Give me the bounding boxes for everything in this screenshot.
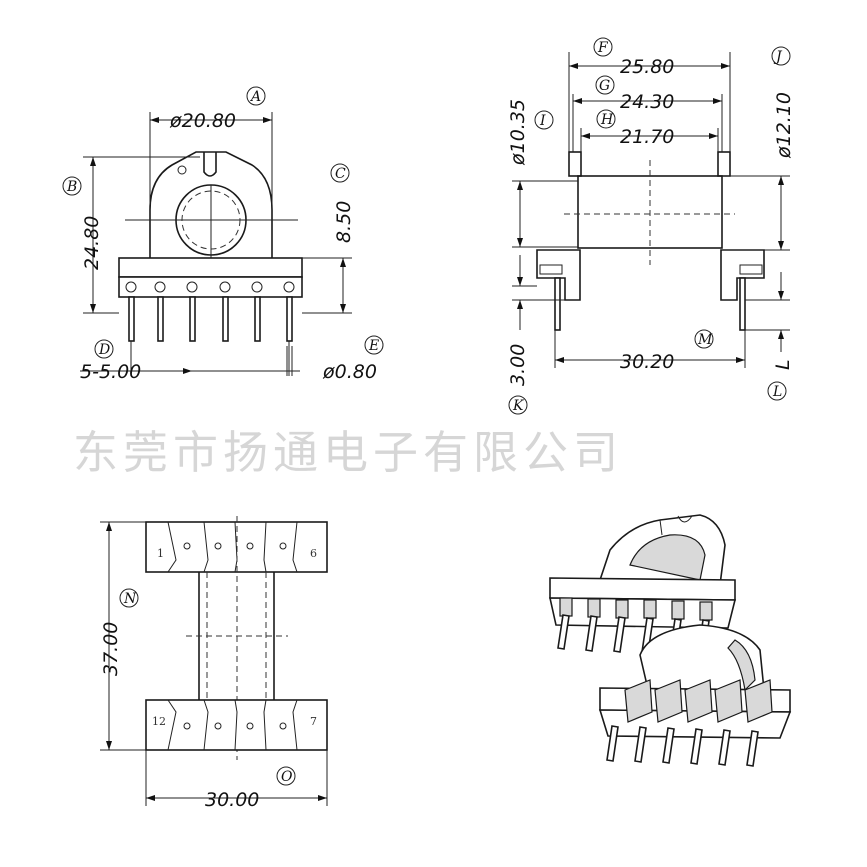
label-c: C — [335, 166, 346, 182]
label-f: F — [597, 40, 609, 56]
dim-width-g: 24.30 — [620, 91, 674, 113]
dim-width-h: 21.70 — [620, 126, 674, 148]
dim-dia-i: ø10.35 — [507, 99, 529, 166]
front-pins — [128, 296, 293, 342]
label-n: N — [123, 591, 137, 607]
label-j: J — [773, 49, 783, 65]
dim-diameter-top: ø20.80 — [169, 110, 236, 132]
label-h: H — [600, 112, 614, 128]
isometric-view — [549, 514, 792, 767]
pin-label-1: 1 — [157, 547, 164, 560]
label-e: E — [368, 338, 379, 354]
pin-label-7: 7 — [310, 715, 317, 728]
label-a: A — [249, 89, 261, 105]
dim-height-right: 8.50 — [333, 201, 355, 243]
side-view: 25.80 F 24.30 G 21.70 H ø10.35 I ø12.10 … — [507, 37, 795, 415]
dim-width-f: 25.80 — [620, 56, 674, 78]
dim-height-total: 24.80 — [81, 216, 103, 270]
front-pin-bar — [118, 257, 303, 278]
dim-width-o: 30.00 — [205, 789, 259, 811]
label-d: D — [98, 342, 110, 358]
front-pin-holes — [125, 281, 295, 293]
label-g: G — [599, 78, 610, 94]
pin-label-6: 6 — [310, 547, 317, 560]
label-k: K — [512, 398, 525, 414]
watermark-text: 东莞市扬通电子有限公司 — [73, 426, 623, 479]
label-b: B — [66, 179, 77, 195]
label-o: O — [281, 769, 293, 785]
label-l: L — [772, 384, 782, 400]
dim-length-n: 37.00 — [100, 622, 122, 676]
pin-label-12: 12 — [152, 715, 166, 728]
dim-pin-k: 3.00 — [507, 344, 529, 386]
dim-pin-diameter: ø0.80 — [322, 361, 377, 383]
dim-row-m: 30.20 — [620, 351, 674, 373]
bottom-view: 1 6 12 7 37.00 N 30.00 — [100, 516, 328, 811]
dim-dia-j: ø12.10 — [773, 92, 795, 159]
front-housing — [149, 151, 273, 258]
dim-pitch: 5-5.00 — [80, 361, 141, 383]
label-m: M — [697, 332, 713, 348]
dim-len-l: L — [772, 359, 794, 370]
label-i: I — [539, 113, 546, 129]
front-view: ø20.80 A 24.80 B 8.50 C 5-5.00 D ø0.80 E — [62, 86, 384, 383]
